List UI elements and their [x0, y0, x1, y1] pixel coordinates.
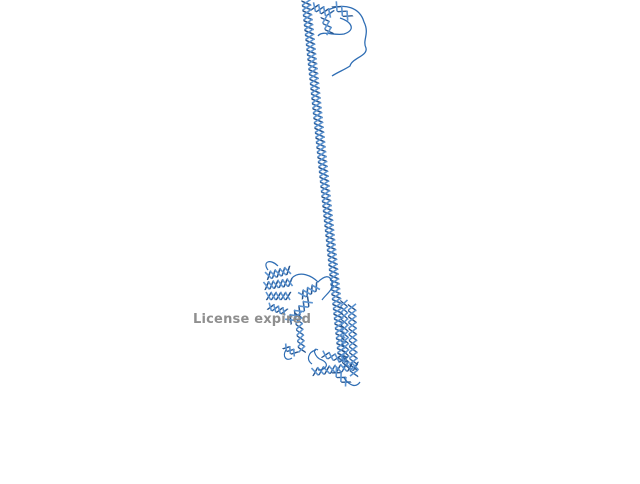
- left-domain-backbone: [274, 304, 276, 312]
- left-domain-backbone: [294, 349, 295, 357]
- left-domain-backbone: [294, 310, 304, 311]
- left-domain-backbone: [303, 302, 313, 303]
- top-knot-backbone: [318, 4, 320, 13]
- left-domain-backbone: [290, 346, 291, 354]
- long-alpha-helix: [302, 0, 348, 363]
- top-knot-backbone: [323, 6, 325, 15]
- left-domain-backbone: [285, 319, 295, 320]
- top-knot-backbone: [313, 2, 315, 11]
- left-domain-backbone: [283, 307, 285, 315]
- top-coil-loop: [318, 6, 366, 76]
- top-knot-backbone: [347, 11, 348, 21]
- top-knot-backbone: [336, 1, 337, 11]
- left-domain-backbone: [298, 306, 308, 307]
- left-domain-backbone: [269, 303, 271, 311]
- left-helical-domain: [263, 266, 320, 357]
- left-domain-backbone: [278, 306, 280, 314]
- top-knot-backbone: [342, 6, 343, 16]
